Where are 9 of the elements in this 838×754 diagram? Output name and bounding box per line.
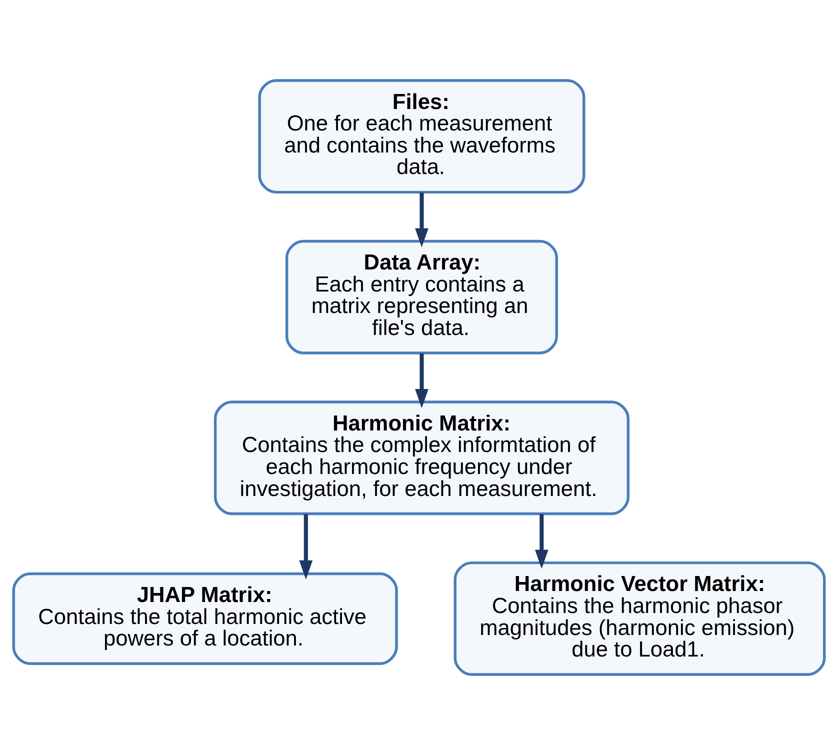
node-box: Data Array: Each entry contains a matrix representing an file's data. <box>285 239 558 354</box>
node-box: JHAP Matrix: Contains the total harmonic active powers of a location. <box>12 572 398 665</box>
arrow <box>534 514 548 568</box>
node-box: Harmonic Vector Matrix: Contains the harmonic phasor magnitudes (harmonic emission) due to Load1. <box>454 560 826 676</box>
arrow <box>415 352 428 408</box>
arrow <box>299 514 313 580</box>
arrow <box>415 192 428 247</box>
node-box: Harmonic Matrix: Contains the complex informtation of each harmonic frequency under investigation, for each measurement. <box>214 400 630 515</box>
node-box: Files: One for each measurement and contains the waveforms data. <box>258 78 586 194</box>
